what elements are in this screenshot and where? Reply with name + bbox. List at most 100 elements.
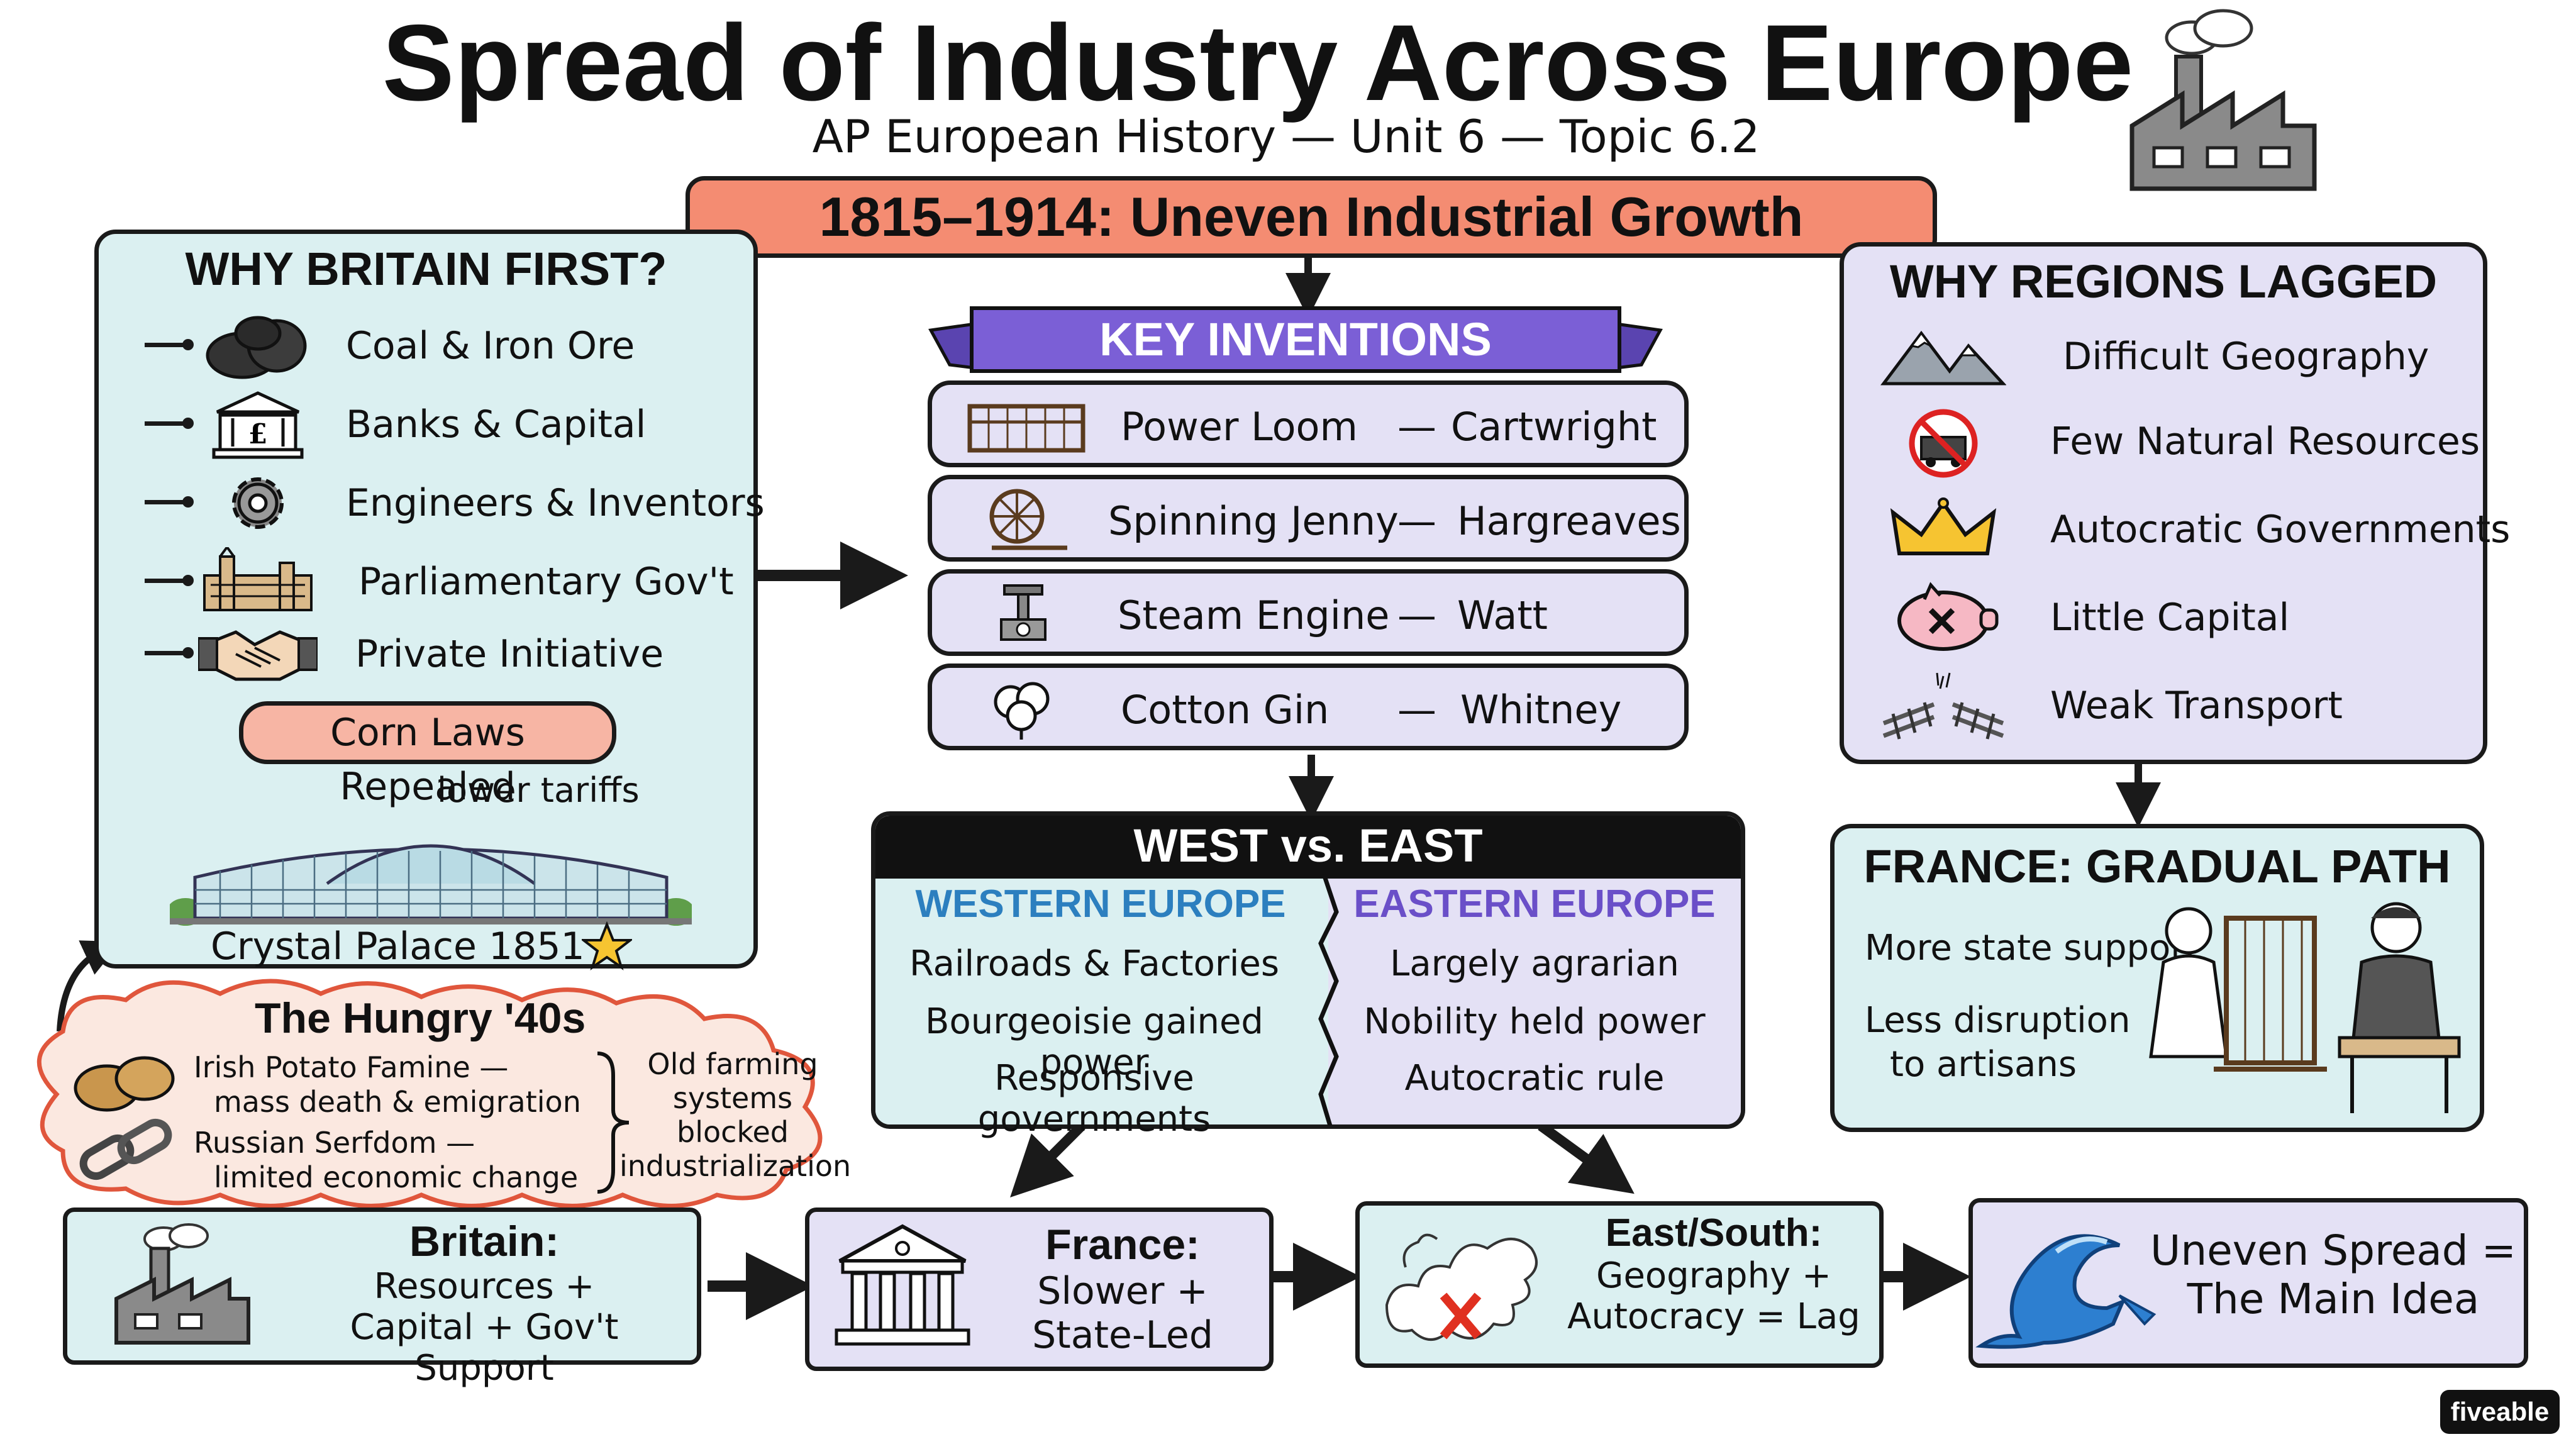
summary-main-text: Uneven Spread = The Main Idea <box>2145 1226 2522 1323</box>
serfdom-line2: limited economic change <box>214 1160 579 1194</box>
summary-britain-line: Capital + Gov't Support <box>350 1307 619 1389</box>
west-item: Railroads & Factories <box>909 943 1280 984</box>
svg-text:£: £ <box>248 418 268 450</box>
britain-item-coal: Coal & Iron Ore <box>129 311 733 380</box>
summary-east-title: East/South: <box>1605 1211 1823 1255</box>
britain-item-label: Private Initiative <box>355 632 664 676</box>
lag-item-capital: Little Capital <box>1880 582 2484 657</box>
bank-icon: £ <box>212 391 304 459</box>
east-heading: EASTERN EUROPE <box>1353 882 1716 926</box>
west-item: Bourgeoisie gained power <box>925 1001 1263 1083</box>
arrow-west-to-france <box>1010 1122 1085 1197</box>
wave-icon <box>1975 1234 2157 1349</box>
zigzag-divider <box>1318 874 1339 1126</box>
era-banner: 1815–1914: Uneven Industrial Growth <box>686 176 1937 258</box>
arrow-east-to-eastsouth <box>1538 1121 1635 1194</box>
summary-britain-text: Britain: Resources + Capital + Gov't Sup… <box>277 1217 692 1389</box>
lag-item-label: Few Natural Resources <box>2050 419 2480 464</box>
lag-item-label: Difficult Geography <box>2063 335 2429 379</box>
east-item: Autocratic rule <box>1404 1058 1665 1099</box>
hungry-heading: The Hungry '40s <box>255 994 586 1042</box>
invention-name: Spinning Jenny <box>1108 498 1399 544</box>
france-gradual-heading: FRANCE: GRADUAL PATH <box>1863 840 2451 892</box>
france-line-disruption-1: Less disruption <box>1865 1000 2131 1041</box>
east-item: Nobility held power <box>1363 1001 1706 1042</box>
west-east-heading: WEST vs. EAST <box>1133 819 1483 872</box>
france-line-state: More state support <box>1865 928 2199 969</box>
europe-map-icon <box>1385 1233 1538 1341</box>
france-line-disruption-2: to artisans <box>1890 1044 2077 1085</box>
potato-famine-line1: Irish Potato Famine — <box>194 1050 509 1084</box>
chain-icon <box>79 1119 172 1180</box>
invention-dash: — <box>1397 687 1436 733</box>
parliament-icon <box>203 547 313 611</box>
gear-icon <box>232 477 284 529</box>
government-building-icon <box>835 1224 970 1346</box>
no-resources-icon <box>1909 409 1978 478</box>
invention-name: Cotton Gin <box>1121 687 1330 733</box>
factory-icon <box>114 1223 250 1345</box>
inventions-heading: KEY INVENTIONS <box>1099 313 1492 365</box>
blocked-note: Old farming systems blocked industrializ… <box>619 1047 852 1183</box>
page-subtitle: AP European History — Unit 6 — Topic 6.2 <box>812 110 1760 163</box>
invention-row-power-loom: Power Loom — Cartwright <box>928 380 1689 467</box>
summary-france-text: France: Slower + State-Led <box>981 1220 1264 1357</box>
potato-famine-line2: mass death & emigration <box>214 1085 581 1119</box>
tree-tick <box>145 496 194 508</box>
britain-item-label: Parliamentary Gov't <box>358 560 734 604</box>
inventions-ribbon <box>928 306 1663 373</box>
arrow-hungry-to-britain <box>57 940 121 1032</box>
britain-item-parliament: Parliamentary Gov't <box>129 547 734 616</box>
summary-france-title: France: <box>1045 1221 1200 1269</box>
loom-icon <box>967 404 1085 453</box>
tree-tick <box>145 339 194 350</box>
piggy-bank-icon <box>1897 582 1999 651</box>
crystal-palace-icon <box>170 844 692 926</box>
invention-name: Power Loom <box>1121 404 1358 450</box>
west-east-header-bar <box>875 816 1741 879</box>
why-lagged-heading: WHY REGIONS LAGGED <box>1889 255 2438 308</box>
blocked-line: systems <box>672 1081 793 1115</box>
brand-logo: fiveable <box>2440 1390 2560 1434</box>
serfdom-line1: Russian Serfdom — <box>194 1126 475 1160</box>
blocked-line: blocked <box>677 1115 789 1149</box>
summary-east-text: East/South: Geography + Autocracy = Lag <box>1553 1211 1874 1337</box>
lag-item-label: Little Capital <box>2050 596 2290 640</box>
summary-britain-line: Resources + <box>374 1266 595 1307</box>
britain-item-banks: £ Banks & Capital <box>129 390 733 459</box>
handshake-icon <box>198 630 318 681</box>
lag-item-transport: Weak Transport <box>1880 670 2484 745</box>
britain-item-label: Engineers & Inventors <box>346 481 765 525</box>
lag-item-label: Autocratic Governments <box>2050 508 2511 552</box>
invention-inventor: Whitney <box>1460 687 1622 733</box>
spinning-wheel-icon <box>989 489 1067 550</box>
lag-item-autocratic: Autocratic Governments <box>1880 494 2510 569</box>
lag-item-label: Weak Transport <box>2050 684 2343 728</box>
crown-icon <box>1890 497 1997 555</box>
summary-east-line: Autocracy = Lag <box>1567 1296 1860 1337</box>
blocked-line: industrialization <box>619 1149 852 1183</box>
coal-icon <box>206 316 307 379</box>
cotton-icon <box>994 682 1050 740</box>
invention-inventor: Hargreaves <box>1457 498 1681 544</box>
tree-tick <box>145 575 194 586</box>
mountains-icon <box>1880 330 2006 386</box>
invention-name: Steam Engine <box>1118 592 1390 638</box>
summary-main-line: The Main Idea <box>2187 1275 2480 1323</box>
summary-east-line: Geography + <box>1596 1255 1831 1296</box>
hungry-cloud-shape <box>37 979 823 1208</box>
britain-item-label: Coal & Iron Ore <box>346 324 635 368</box>
west-heading: WESTERN EUROPE <box>915 882 1286 926</box>
steam-engine-icon <box>1000 584 1046 641</box>
blocked-line: Old farming <box>647 1047 818 1081</box>
invention-row-cotton-gin: Cotton Gin — Whitney <box>928 663 1689 750</box>
potato-icon <box>74 1056 175 1112</box>
britain-item-private: Private Initiative <box>129 619 733 689</box>
tariffs-note: lower tariffs <box>437 770 640 810</box>
invention-row-spinning-jenny: Spinning Jenny — Hargreaves <box>928 475 1689 562</box>
tree-tick <box>145 647 194 658</box>
star-icon <box>582 921 632 970</box>
invention-row-steam-engine: Steam Engine — Watt <box>928 569 1689 656</box>
invention-inventor: Cartwright <box>1451 404 1657 450</box>
